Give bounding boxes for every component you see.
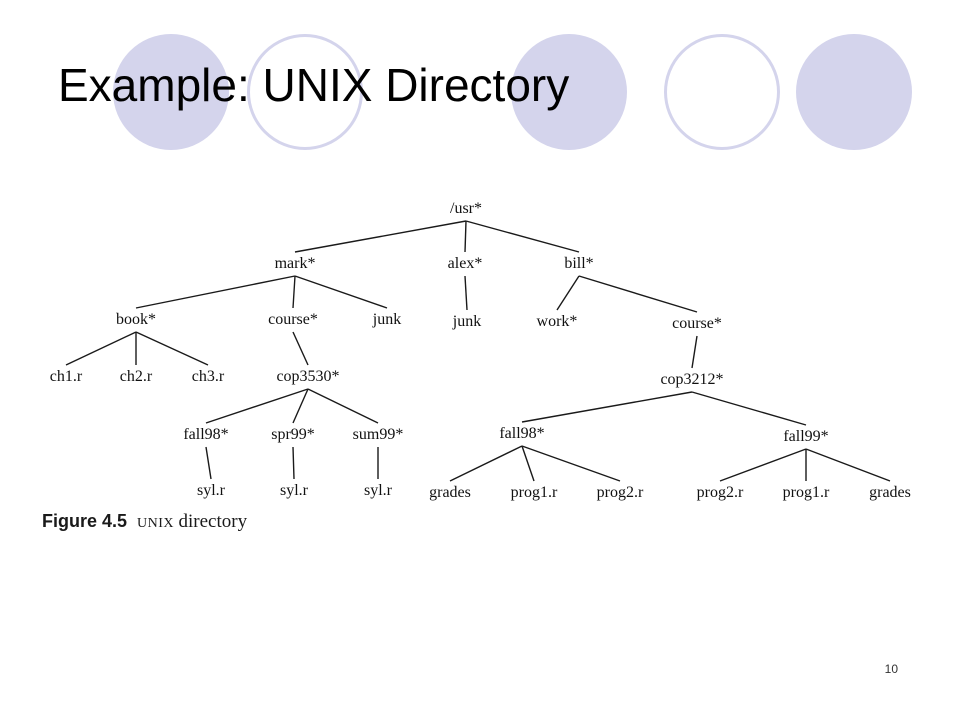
tree-node-directory: fall99*: [783, 428, 828, 445]
tree-edge: [521, 445, 535, 482]
tree-node-file: prog1.r: [783, 484, 830, 501]
tree-node-directory: course*: [672, 315, 722, 332]
tree-node-directory: work*: [537, 313, 578, 330]
page-number: 10: [884, 662, 898, 676]
tree-edge: [578, 275, 698, 313]
tree-edge: [556, 275, 580, 311]
tree-node-file: syl.r: [197, 482, 226, 499]
tree-edge: [521, 445, 621, 482]
tree-node-directory: sum99*: [353, 426, 404, 443]
figure-caption: Figure 4.5 UNIX directory: [42, 511, 247, 533]
figure-caption-number: Figure 4.5: [42, 511, 128, 531]
tree-edge: [719, 448, 807, 482]
tree-node-file: ch1.r: [50, 368, 83, 385]
tree-node-file: grades: [869, 484, 911, 501]
tree-edge: [464, 220, 467, 253]
tree-edge: [205, 388, 309, 424]
decorative-circle-filled: [796, 34, 912, 150]
tree-node-directory: book*: [116, 311, 156, 328]
tree-node-directory: cop3530*: [276, 368, 339, 385]
tree-edge: [292, 331, 309, 366]
tree-node-directory: alex*: [448, 255, 483, 272]
tree-node-directory: cop3212*: [660, 371, 723, 388]
tree-edge: [691, 335, 698, 369]
tree-node-directory: mark*: [275, 255, 316, 272]
tree-edge: [65, 331, 137, 366]
tree-edge: [805, 448, 891, 482]
tree-node-file: prog1.r: [511, 484, 558, 501]
tree-node-file: prog2.r: [597, 484, 644, 501]
decorative-circle-ring: [664, 34, 780, 150]
tree-node-file: junk: [452, 313, 481, 330]
tree-node-file: prog2.r: [697, 484, 744, 501]
tree-node-file: junk: [372, 311, 401, 328]
tree-edge: [205, 446, 212, 480]
tree-node-directory: spr99*: [271, 426, 315, 443]
figure-caption-text: directory: [178, 511, 248, 532]
decorative-circle-filled: [511, 34, 627, 150]
tree-edge: [294, 275, 388, 309]
tree-node-file: syl.r: [280, 482, 309, 499]
tree-edge: [521, 391, 693, 423]
tree-edge: [292, 275, 296, 309]
tree-node-file: ch3.r: [192, 368, 225, 385]
tree-node-directory: /usr*: [450, 200, 482, 217]
tree-edge: [292, 388, 309, 424]
tree-edge: [449, 445, 523, 482]
tree-edge: [135, 275, 296, 309]
tree-edge: [464, 275, 468, 311]
tree-node-file: syl.r: [364, 482, 393, 499]
tree-node-file: ch2.r: [120, 368, 153, 385]
decorative-circle-ring: [247, 34, 363, 150]
tree-edge: [307, 388, 379, 424]
tree-edge: [292, 446, 295, 480]
tree-edge: [691, 391, 807, 426]
figure-caption-unix: UNIX: [137, 516, 175, 531]
tree-edge: [294, 220, 467, 253]
tree-edge: [465, 220, 580, 253]
tree-node-directory: fall98*: [499, 425, 544, 442]
decorative-circle-filled: [113, 34, 229, 150]
tree-node-file: grades: [429, 484, 471, 501]
tree-node-directory: course*: [268, 311, 318, 328]
slide-title: Example: UNIX Directory: [58, 59, 570, 111]
tree-edge: [135, 331, 209, 366]
tree-node-directory: bill*: [564, 255, 593, 272]
tree-node-directory: fall98*: [183, 426, 228, 443]
